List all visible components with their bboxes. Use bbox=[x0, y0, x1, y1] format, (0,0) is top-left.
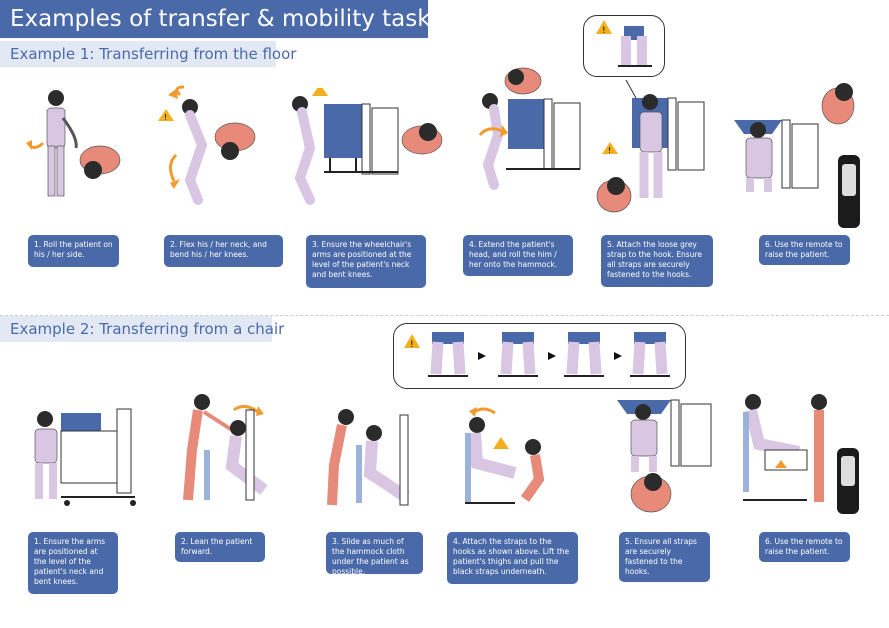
example2-step3-card: 3. Slide as much of the hammock cloth un… bbox=[326, 532, 423, 574]
strap-frame-2 bbox=[498, 332, 538, 376]
ex2-step5-illustration bbox=[615, 396, 725, 518]
ex2-step2-illustration bbox=[174, 390, 284, 515]
example1-step4-card: 4. Extend the patient's head, and roll t… bbox=[463, 235, 573, 276]
strap-frame-1 bbox=[428, 332, 468, 376]
step4-illustration bbox=[468, 65, 586, 195]
example2-step1-card: 1. Ensure the arms are positioned at the… bbox=[28, 532, 118, 594]
svg-text:!: ! bbox=[608, 146, 611, 155]
example2-step2-card: 2. Lean the patient forward. bbox=[175, 532, 265, 562]
example1-step3-card: 3. Ensure the wheelchair's arms are posi… bbox=[306, 235, 426, 288]
step1-illustration bbox=[18, 88, 128, 223]
strap-frame-3 bbox=[564, 332, 604, 376]
ex2-step1-illustration bbox=[25, 405, 140, 510]
example1-header: Example 1: Transferring from the floor bbox=[0, 41, 276, 67]
example1-step1-card: 1. Roll the patient on his / her side. bbox=[28, 235, 119, 267]
ex2-step6-illustration bbox=[735, 390, 865, 518]
arrow-right-icon bbox=[614, 352, 622, 360]
svg-text:!: ! bbox=[602, 26, 606, 36]
example2-header: Example 2: Transferring from a chair bbox=[0, 316, 272, 342]
strap-frame-4 bbox=[630, 332, 670, 376]
step6-illustration bbox=[728, 78, 863, 230]
step2-illustration: ! bbox=[150, 85, 268, 220]
svg-text:!: ! bbox=[410, 340, 414, 350]
example2-step4-card: 4. Attach the straps to the hooks as sho… bbox=[447, 532, 578, 584]
ex2-step4-illustration bbox=[455, 403, 565, 513]
example2-step6-card: 6. Use the remote to raise the patient. bbox=[759, 532, 850, 562]
step5-detail-callout: ! bbox=[583, 15, 665, 77]
example1-step2-card: 2. Flex his / her neck, and bend his / h… bbox=[164, 235, 283, 267]
example1-step5-card: 5. Attach the loose grey strap to the ho… bbox=[601, 235, 713, 287]
arrow-right-icon bbox=[478, 352, 486, 360]
step3-illustration bbox=[280, 88, 450, 218]
step5-illustration: ! bbox=[596, 80, 721, 220]
ex2-step3-illustration bbox=[316, 405, 431, 515]
example1-step6-card: 6. Use the remote to raise the patient. bbox=[759, 235, 850, 265]
svg-text:!: ! bbox=[164, 113, 167, 122]
strap-sequence-callout: ! bbox=[393, 323, 686, 389]
page-title: Examples of transfer & mobility tasks bbox=[0, 0, 428, 38]
arrow-right-icon bbox=[548, 352, 556, 360]
example2-step5-card: 5. Ensure all straps are securely fasten… bbox=[619, 532, 710, 582]
